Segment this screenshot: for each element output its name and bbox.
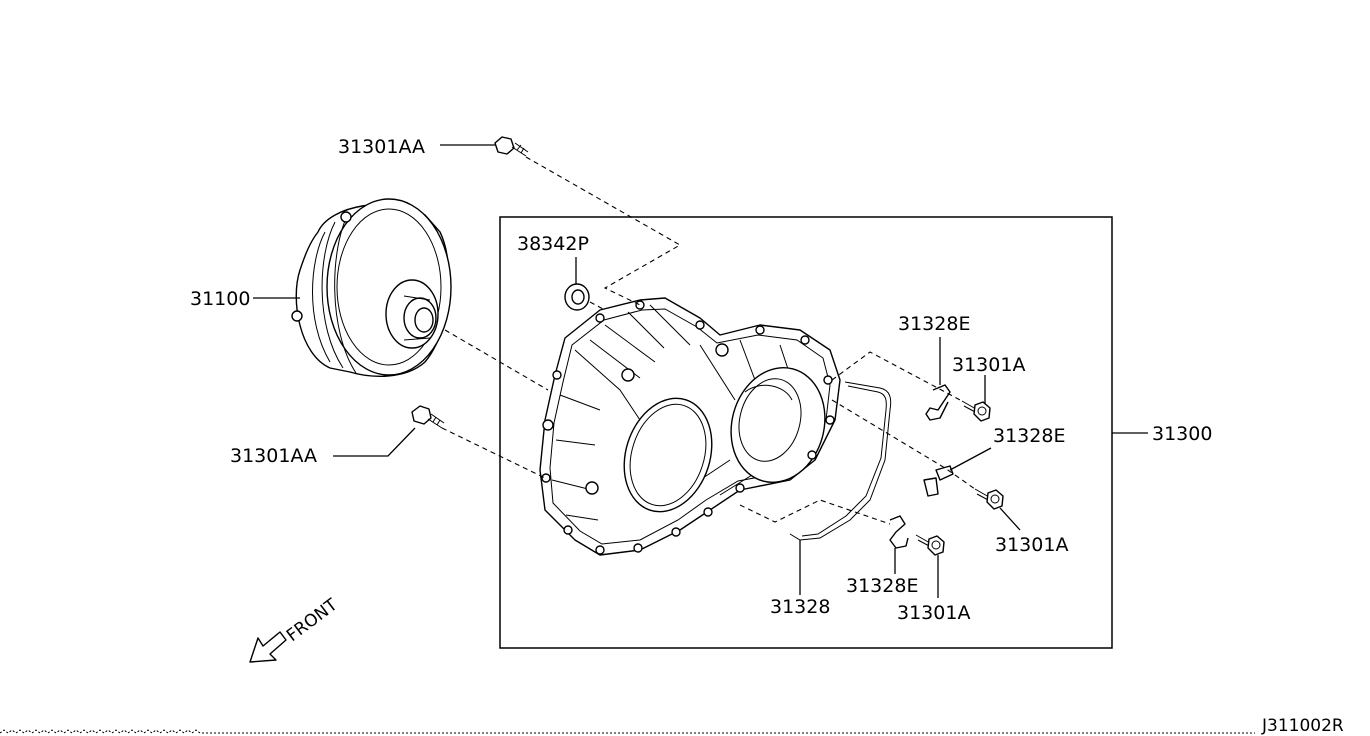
label-bolt-left: 31301AA: [230, 445, 317, 467]
label-bracket-top: 31328E: [898, 313, 970, 335]
harness-bracket-part[interactable]: [789, 381, 892, 541]
label-converter-housing: 31300: [1152, 423, 1212, 445]
front-label: FRONT: [283, 595, 342, 646]
bolt-mid-right-part[interactable]: [974, 488, 1004, 510]
label-bolt-bottom: 31301A: [897, 602, 970, 624]
bottom-edge-line: [0, 729, 1255, 734]
label-bolt-top: 31301AA: [338, 136, 425, 158]
converter-housing-part[interactable]: [539, 297, 841, 556]
bolt-top-part[interactable]: [494, 136, 529, 157]
label-bolt-top-right: 31301A: [952, 354, 1025, 376]
leader-lines: [253, 144, 1148, 598]
label-oil-seal: 38342P: [517, 233, 589, 255]
oil-seal-part[interactable]: [564, 283, 590, 311]
label-torque-converter: 31100: [190, 288, 250, 310]
assembly-lines: [441, 156, 976, 525]
front-arrow-icon: [249, 631, 287, 663]
bracket-mid-part[interactable]: [923, 465, 954, 497]
bracket-top-part[interactable]: [925, 384, 951, 421]
label-harness-bracket: 31328: [770, 596, 830, 618]
label-bolt-mid-right: 31301A: [995, 534, 1068, 556]
torque-converter-part[interactable]: [291, 198, 452, 377]
bracket-bottom-part[interactable]: [889, 515, 909, 549]
bolt-top-right-part[interactable]: [961, 400, 991, 422]
drawing-code: J311002R: [1261, 716, 1344, 736]
label-bracket-mid: 31328E: [993, 425, 1065, 447]
bolt-left-part[interactable]: [411, 405, 445, 429]
label-bracket-bottom: 31328E: [846, 575, 918, 597]
front-direction-indicator: FRONT: [249, 595, 342, 663]
bolt-bottom-part[interactable]: [915, 534, 945, 556]
